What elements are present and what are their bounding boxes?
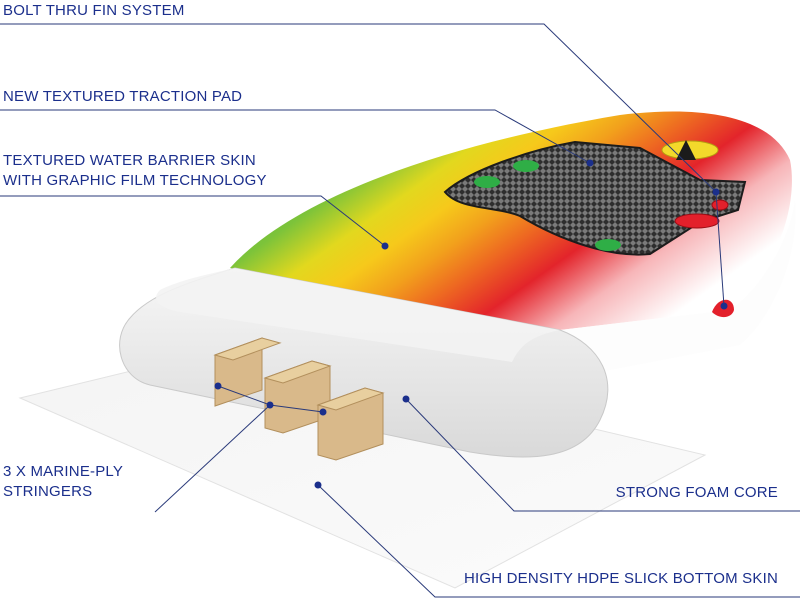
traction-puck-icon: [513, 160, 539, 172]
leader-stringers: [154, 404, 271, 513]
callout-stringers-line2: STRINGERS: [3, 483, 93, 500]
leader-dots: [214, 159, 728, 489]
logo-mark-icon: [676, 140, 696, 160]
leader-barrier-skin: [0, 195, 386, 247]
callout-foam-core: STRONG FOAM CORE: [616, 483, 778, 503]
callout-barrier-skin: TEXTURED WATER BARRIER SKIN WITH GRAPHIC…: [3, 151, 267, 191]
leader-lines: [0, 23, 800, 598]
leader-foam-core: [405, 398, 800, 512]
foam-core-top: [156, 268, 560, 362]
stringer-right: [316, 387, 385, 461]
callout-bottom-skin-text: HIGH DENSITY HDPE SLICK BOTTOM SKIN: [463, 570, 778, 587]
leader-fin-system: [0, 23, 717, 193]
callout-stringers: 3 X MARINE-PLY STRINGERS: [3, 462, 123, 502]
callout-foam-core-text: STRONG FOAM CORE: [615, 484, 778, 501]
traction-puck-icon: [595, 239, 621, 251]
leader-traction-pad: [0, 109, 591, 164]
callout-traction-pad: NEW TEXTURED TRACTION PAD: [3, 87, 242, 107]
fin-plug-icon: [674, 213, 720, 229]
deck-rail: [560, 200, 796, 372]
leader-bottom-skin: [317, 484, 800, 598]
callout-traction-pad-text: NEW TEXTURED TRACTION PAD: [3, 88, 243, 105]
leader-fin-system-lower: [715, 191, 725, 307]
callout-fin-system: BOLT THRU FIN SYSTEM: [3, 1, 185, 21]
stringer-middle: [263, 360, 332, 434]
callout-fin-system-text: BOLT THRU FIN SYSTEM: [3, 2, 185, 19]
fin-plug-icon: [711, 199, 729, 211]
callout-barrier-skin-line2: WITH GRAPHIC FILM TECHNOLOGY: [3, 172, 267, 189]
callout-stringers-line1: 3 X MARINE-PLY: [3, 463, 124, 480]
callout-bottom-skin: HIGH DENSITY HDPE SLICK BOTTOM SKIN: [464, 569, 778, 589]
traction-puck-icon: [474, 176, 500, 188]
callout-barrier-skin-line1: TEXTURED WATER BARRIER SKIN: [3, 152, 256, 169]
